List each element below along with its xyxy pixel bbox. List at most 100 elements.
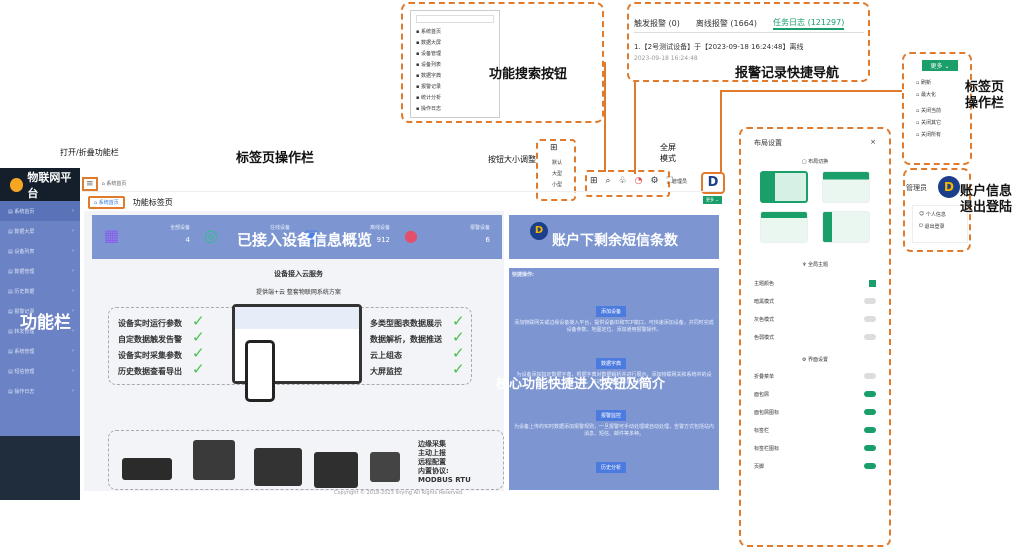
search-icon[interactable]: ⌕ bbox=[605, 176, 611, 186]
ui-row-label: 页脚 bbox=[754, 463, 765, 470]
quick-button[interactable]: 添加设备 bbox=[596, 306, 627, 317]
feature-left: 设备实时运行参数 bbox=[118, 319, 182, 328]
account-avatar[interactable]: D bbox=[938, 176, 960, 198]
search-menu-item[interactable]: ▪ 报警记录 bbox=[416, 84, 441, 90]
settings-icon[interactable]: ⚙ bbox=[650, 176, 659, 186]
sidebar-item[interactable]: ▤ 系统管理› bbox=[0, 341, 80, 361]
search-menu-item[interactable]: ▪ 设备列表 bbox=[416, 62, 441, 68]
alarm-panel: 触发报警 (0) 离线报警 (1664) 任务日志 (121297) 1.【2号… bbox=[634, 15, 864, 75]
sidebar-item[interactable]: ▤ 数据大屏› bbox=[0, 221, 80, 241]
theme-color-picker[interactable] bbox=[869, 279, 876, 287]
ann-device-overview: 已接入设备信息概览 bbox=[237, 231, 373, 249]
size-option[interactable]: 大型 bbox=[551, 171, 562, 177]
theme-toggle[interactable] bbox=[864, 316, 876, 322]
sidebar-item[interactable]: ▤ 短信管理› bbox=[0, 361, 80, 381]
more-menu-item[interactable]: ▫ 关闭其它 bbox=[916, 120, 941, 126]
device-5 bbox=[370, 452, 400, 482]
sidebar-item[interactable]: ▤ 数据管理› bbox=[0, 261, 80, 281]
ann-tab-ops: 标签页操作栏 bbox=[236, 151, 315, 166]
more-menu-item[interactable]: ▫ 最大化 bbox=[916, 92, 936, 98]
ui-toggle[interactable] bbox=[864, 427, 876, 433]
sidebar-item[interactable]: ▤ 操作日志› bbox=[0, 381, 80, 401]
search-menu-item[interactable]: ▪ 设备管理 bbox=[416, 51, 441, 57]
ui-row: 标签栏图标 bbox=[754, 439, 876, 457]
stat-value: 4 bbox=[185, 236, 190, 244]
check-icon: ✓ bbox=[192, 328, 205, 346]
ui-row-label: 面包屑图标 bbox=[754, 409, 780, 416]
menu-toggle-button[interactable]: ≡ bbox=[82, 176, 98, 191]
user-chip[interactable]: 管理员 bbox=[672, 179, 688, 185]
layout-option-4[interactable] bbox=[822, 211, 870, 243]
more-chip[interactable]: 更多 ⌄ bbox=[703, 196, 722, 204]
quick-ops-card bbox=[509, 268, 719, 490]
top-bar: ≡ ⌂ 系统首页 bbox=[82, 176, 722, 192]
size-option[interactable]: 默认 bbox=[551, 160, 562, 166]
logo-avatar[interactable]: D bbox=[701, 172, 725, 194]
theme-icon[interactable]: ♧ bbox=[618, 176, 627, 186]
ui-toggle[interactable] bbox=[864, 463, 876, 469]
section-ui: ⚙ 界面设置 bbox=[801, 357, 829, 363]
close-icon[interactable]: × bbox=[870, 138, 876, 146]
search-menu-item[interactable]: ▪ 统计分析 bbox=[416, 95, 441, 101]
stat-label: 离线设备 bbox=[369, 225, 390, 231]
layout-option-2[interactable] bbox=[822, 171, 870, 203]
more-button[interactable]: 更多 ⌄ bbox=[922, 60, 958, 71]
quick-button[interactable]: 历史分析 bbox=[596, 462, 627, 473]
device-3 bbox=[254, 448, 302, 486]
tab-task-log[interactable]: 任务日志 (121297) bbox=[773, 17, 845, 30]
bell-icon[interactable]: ◔ bbox=[634, 176, 643, 186]
size-option[interactable]: 小型 bbox=[551, 182, 562, 188]
tab-trigger-alarm[interactable]: 触发报警 (0) bbox=[634, 19, 680, 28]
chevron-icon: › bbox=[72, 228, 74, 234]
protocol-text: 边缘采集 主动上报 远程配置 内置协议: MODBUS RTU bbox=[418, 440, 471, 484]
sidebar-item-label: ▤ 短信管理 bbox=[8, 368, 35, 375]
ui-toggle[interactable] bbox=[864, 409, 876, 415]
sidebar-item[interactable]: ▤ 报警记录› bbox=[0, 301, 80, 321]
quick-button[interactable]: 报警监控 bbox=[596, 410, 627, 421]
more-menu-item[interactable]: ▫ 关闭当前 bbox=[916, 108, 941, 114]
search-menu-item[interactable]: ▪ 数据大屏 bbox=[416, 40, 441, 46]
more-menu-item[interactable]: ▫ 关闭所有 bbox=[916, 132, 941, 138]
ui-toggle[interactable] bbox=[864, 373, 876, 379]
ui-toggle[interactable] bbox=[864, 445, 876, 451]
stat-value: 912 bbox=[376, 236, 390, 244]
stat-label: 在线设备 bbox=[269, 225, 290, 231]
profile-item[interactable]: ☺ 个人信息 bbox=[919, 211, 946, 218]
logout-item[interactable]: ⏻ 退出登录 bbox=[919, 223, 945, 230]
ui-row-label: 标签栏 bbox=[754, 427, 770, 434]
tab-bar: ⌂ 系统首页 功能标签页 bbox=[82, 194, 722, 210]
search-menu-item[interactable]: ▪ 系统首页 bbox=[416, 29, 441, 35]
theme-toggle[interactable] bbox=[864, 298, 876, 304]
quick-button[interactable]: 数据字典 bbox=[596, 358, 627, 369]
sidebar-item[interactable]: ▤ 设备列表› bbox=[0, 241, 80, 261]
alarm-entry[interactable]: 1.【2号测试设备】于【2023-09-18 16:24:48】离线 bbox=[634, 43, 804, 51]
size-icon[interactable]: ⊞ bbox=[550, 143, 558, 153]
ann-function-search: 功能搜索按钮 bbox=[489, 67, 568, 82]
brand-logo: 物联网平台 bbox=[0, 168, 80, 201]
layout-option-1[interactable] bbox=[760, 171, 808, 203]
theme-row: 灰色模式 bbox=[754, 310, 876, 328]
ui-row: 折叠菜单 bbox=[754, 367, 876, 385]
search-input[interactable] bbox=[416, 15, 494, 23]
sidebar-item[interactable]: ▤ 转发管理› bbox=[0, 321, 80, 341]
feature-right: 数据解析，数据推送 bbox=[370, 335, 442, 344]
size-button[interactable]: ⊞ bbox=[590, 176, 598, 186]
breadcrumb[interactable]: 系统首页 bbox=[106, 181, 127, 187]
tab-offline-alarm[interactable]: 离线报警 (1664) bbox=[695, 19, 758, 28]
theme-toggle[interactable] bbox=[864, 334, 876, 340]
search-menu-item[interactable]: ▪ 操作日志 bbox=[416, 106, 441, 112]
sidebar-item[interactable]: ▤ 系统首页› bbox=[0, 201, 80, 221]
feature-left: 历史数据查看导出 bbox=[118, 367, 182, 376]
feature-right: 云上组态 bbox=[370, 351, 402, 360]
search-menu-item[interactable]: ▪ 数据字典 bbox=[416, 73, 441, 79]
quick-desc: 为设备上传的实时数据添加报警规则，一旦报警可手动处理或自动处理，告警方式包括站内… bbox=[514, 424, 715, 437]
ann-account: 账户信息退出登陆 bbox=[960, 184, 1013, 215]
layout-option-3[interactable] bbox=[760, 211, 808, 243]
tab-home[interactable]: ⌂ 系统首页 bbox=[88, 195, 125, 209]
ui-toggle[interactable] bbox=[864, 391, 876, 397]
sidebar-item[interactable]: ▤ 历史数据› bbox=[0, 281, 80, 301]
sidebar: 物联网平台 ▤ 系统首页›▤ 数据大屏›▤ 设备列表›▤ 数据管理›▤ 历史数据… bbox=[0, 168, 80, 500]
more-menu-item[interactable]: ▫ 刷新 bbox=[916, 80, 931, 86]
ui-row: 面包屑 bbox=[754, 385, 876, 403]
fullscreen-icon[interactable]: ⛶ bbox=[666, 176, 673, 186]
